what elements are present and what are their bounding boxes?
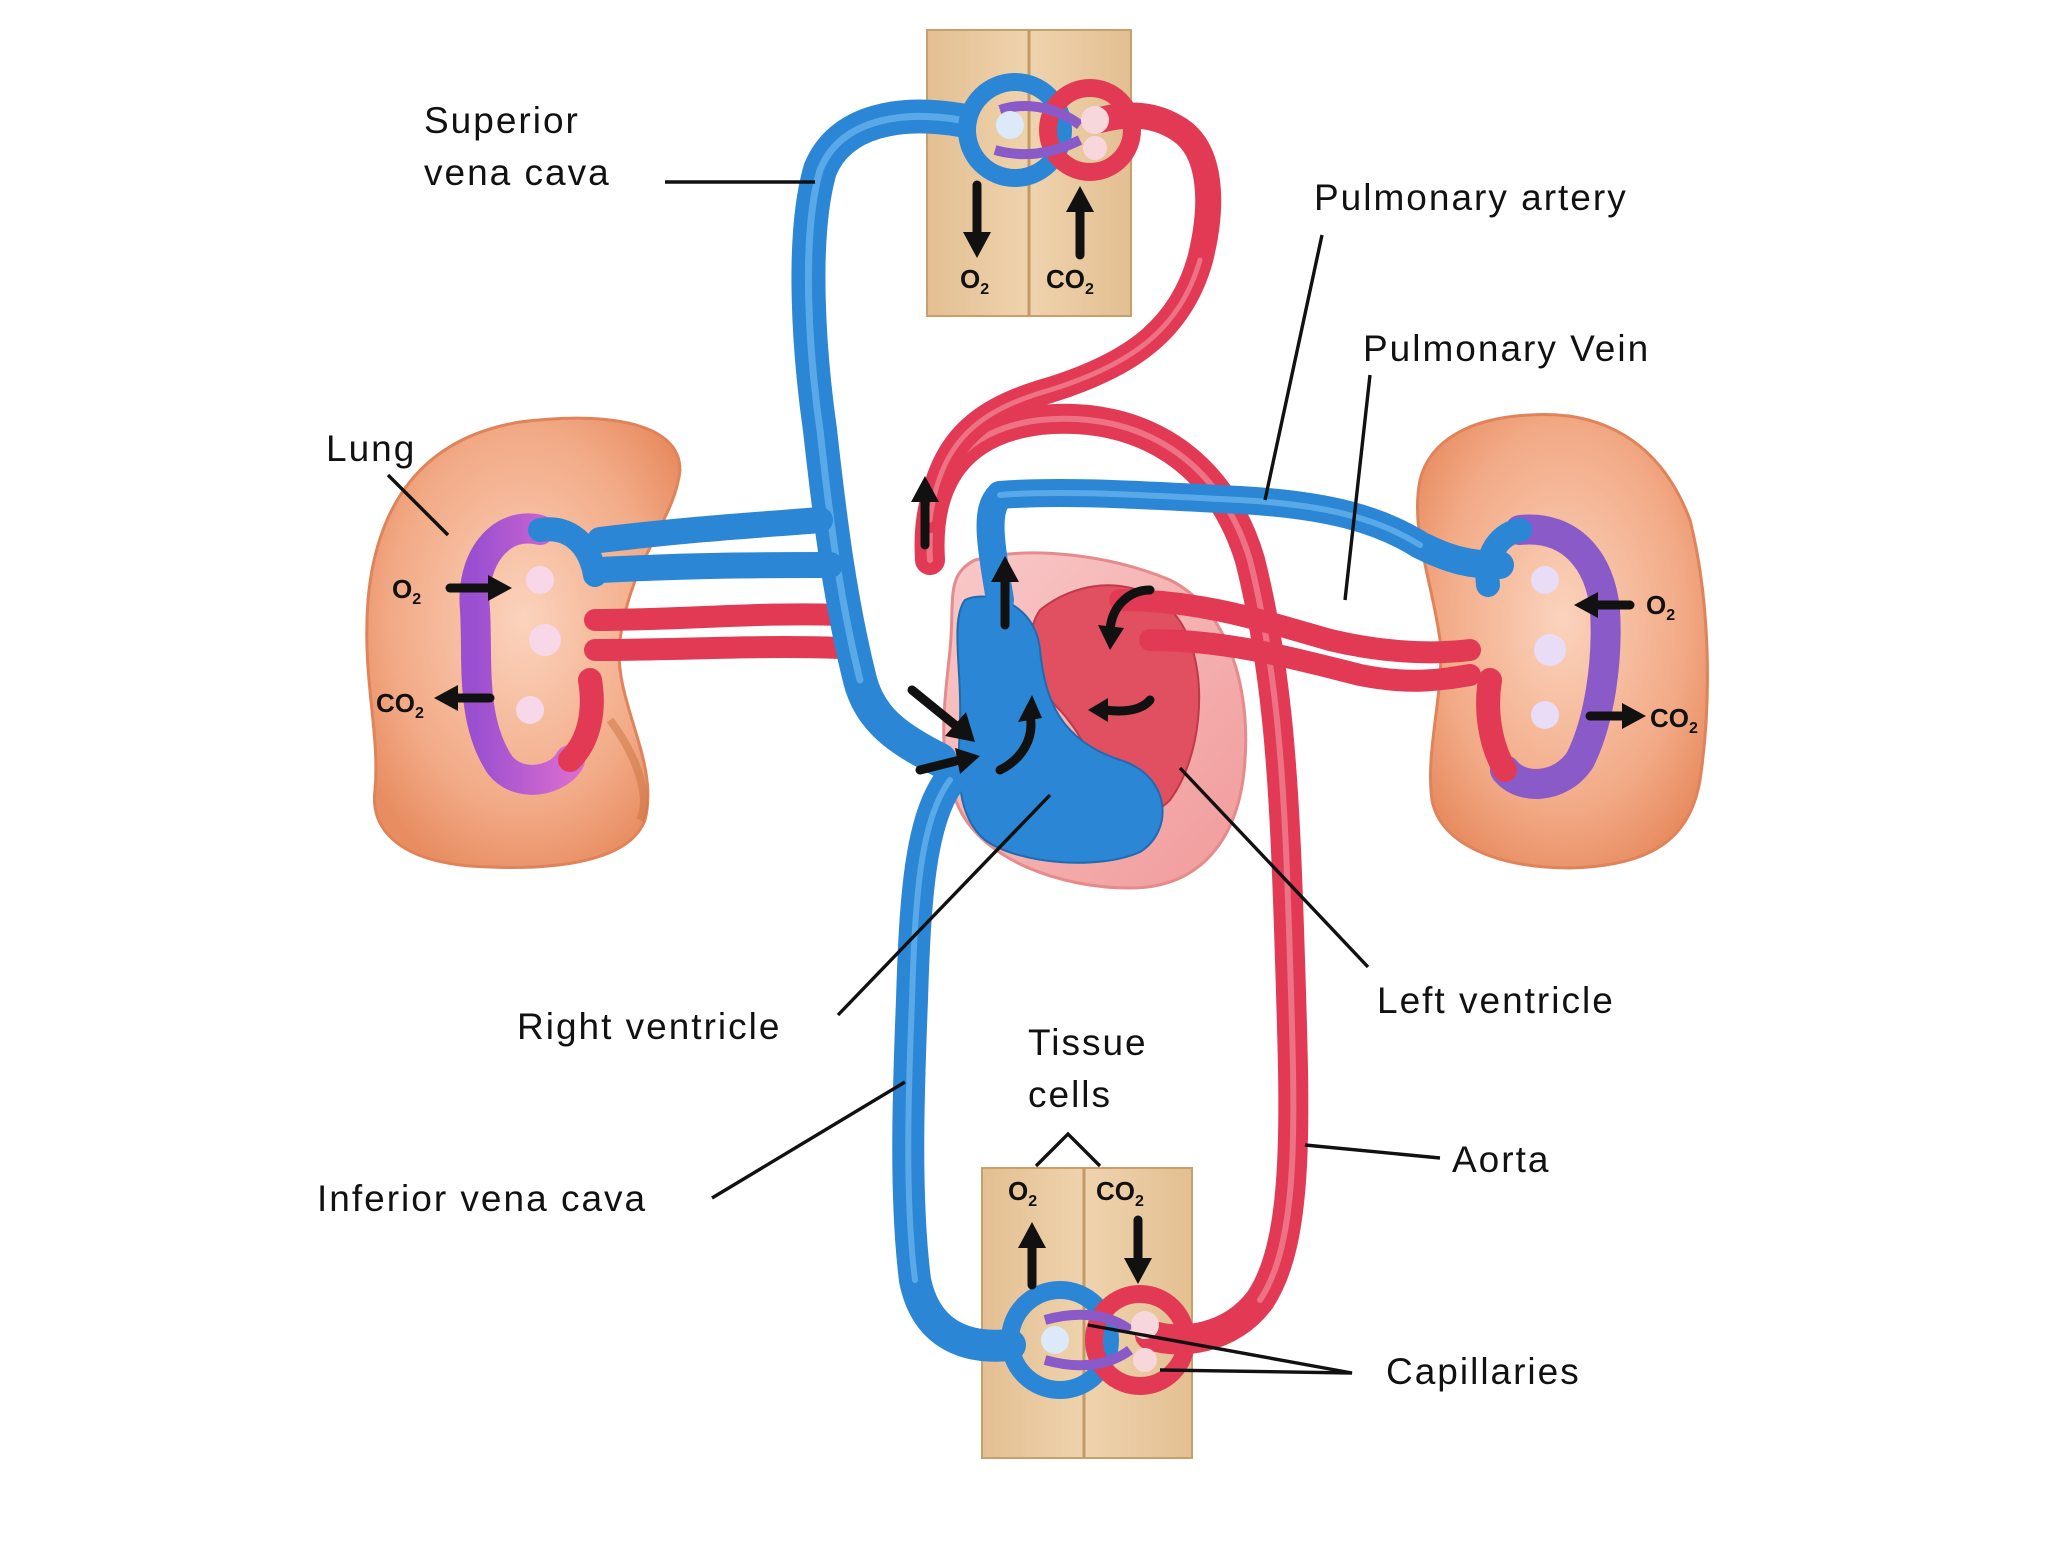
aorta-vessel [914,403,1309,1355]
upper-artery-to-tissue [917,102,1222,533]
superior-vena-cava-label-line1: Superior [424,100,580,141]
inferior-vena-cava-leader [711,1080,906,1200]
leader-lines [386,180,1441,1375]
lower-o2-label: O2 [1008,1176,1037,1210]
right-lung-o2-label: O2 [1646,590,1675,624]
aorta-label: Aorta [1452,1139,1550,1180]
pulmonary-vein-leader [1343,374,1372,601]
pulmonary-vein-label: Pulmonary Vein [1363,328,1650,369]
left-ventricle-leader [1178,766,1370,969]
lung-leader [386,473,450,537]
capillaries-leader [1087,1323,1353,1375]
pulmonary-artery-vessel [587,478,1514,614]
lower-capillaries [1001,1281,1195,1399]
flow-arrows [434,180,1646,1290]
upper-capillaries [958,73,1141,187]
left-lung-o2-label: O2 [392,574,421,608]
pulmonary-vein-left [584,603,851,661]
right-lung-capillaries [1475,514,1621,799]
pulmonary-vein-right [1109,589,1481,692]
right-ventricle-label: Right ventricle [517,1006,781,1047]
left-lung-co2-label: CO2 [376,688,424,722]
lung-label: Lung [326,428,416,469]
gas-labels: O2 CO2 O2 CO2 O2 CO2 O2 CO2 [376,264,1698,1210]
right-ventricle-leader [836,793,1052,1017]
inferior-vena-cava-label: Inferior vena cava [317,1178,647,1219]
left-ventricle-label: Left ventricle [1377,980,1615,1021]
lower-co2-label: CO2 [1096,1176,1144,1210]
tissue-cells-label-line2: cells [1028,1074,1112,1115]
superior-vena-cava-label-line2: vena cava [424,152,611,193]
tissue-cells-leader [1034,1131,1102,1168]
upper-o2-label: O2 [960,264,989,298]
capillaries-label: Capillaries [1386,1351,1581,1392]
pulmonary-artery-leader [1263,234,1324,501]
right-lung-co2-label: CO2 [1650,703,1698,737]
aorta-leader [1304,1143,1441,1160]
left-lung-capillaries [459,513,607,795]
pulmonary-artery-label: Pulmonary artery [1314,177,1628,218]
tissue-cells-label-line1: Tissue [1028,1022,1148,1063]
upper-co2-label: CO2 [1046,264,1094,298]
text-labels: Superior vena cava Pulmonary artery Pulm… [317,100,1650,1392]
inferior-vena-cava-vessel [892,764,1026,1362]
